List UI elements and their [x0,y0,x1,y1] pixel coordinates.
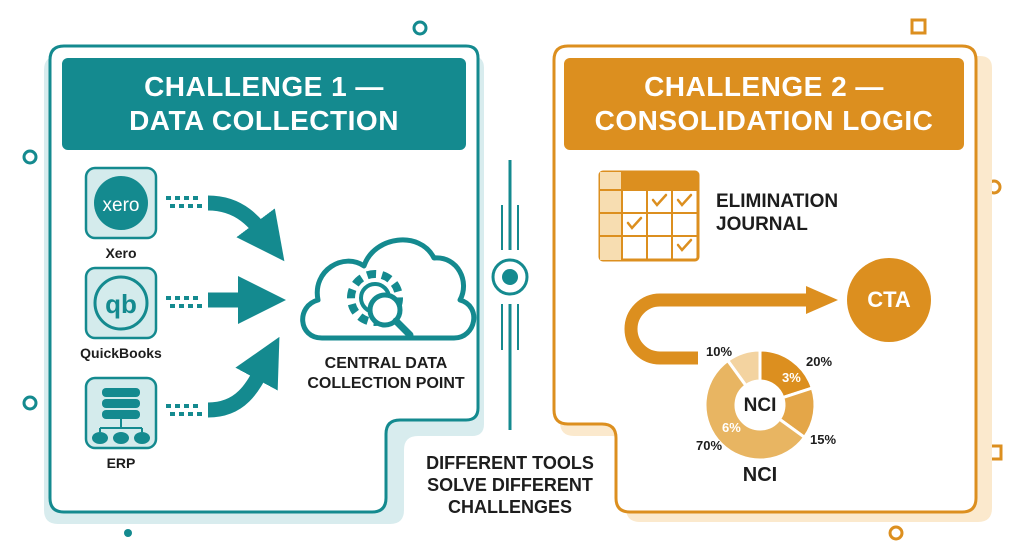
xero-connector-dots [166,196,202,208]
donut-inner-label-3: 3% [782,370,801,385]
footer-line2: SOLVE DIFFERENT [427,475,593,495]
xero-logo-icon[interactable]: xero [84,166,158,240]
donut-inner-label-6: 6% [722,420,741,435]
donut-center-label: NCI [743,395,777,416]
cta-arrow [624,293,810,365]
svg-text:xero: xero [103,195,140,216]
erp-connector-dots [166,404,202,416]
erp-arrow [207,336,280,418]
donut-label-15: 15% [810,432,837,447]
challenge2-title-line2: CONSOLIDATION LOGIC [594,105,934,136]
donut-center [736,381,784,429]
erp-label: ERP [106,455,136,471]
donut-caption: NCI [742,464,778,486]
xero-arrow [207,195,285,262]
cta-arrowhead [806,286,838,314]
challenge1-title-bar [62,58,466,150]
xero-label: Xero [105,245,137,261]
quickbooks-logo-icon[interactable]: qb [84,266,158,340]
footer-line1: DIFFERENT TOOLS [426,453,594,473]
center-divider [491,160,529,430]
cta-label: CTA [867,287,911,312]
donut-label-70: 70% [696,438,723,453]
source-arrows [166,196,202,416]
challenge1-title-line1: CHALLENGE 1 — [144,71,384,102]
quickbooks-connector-dots [166,296,202,308]
cta-circle[interactable] [847,258,931,342]
donut-label-10: 10% [706,344,733,359]
svg-text:qb: qb [105,289,137,319]
challenge2-title-bar [564,58,964,150]
cloud-gear-search-icon [300,237,477,341]
quickbooks-label: QuickBooks [80,345,162,361]
hub-label-line2: COLLECTION POINT [307,375,465,392]
footer-line3: CHALLENGES [447,497,572,517]
journal-label-line2: JOURNAL [716,214,808,235]
journal-label-line1: ELIMINATION [716,191,839,212]
challenge2-title-line1: CHALLENGE 2 — [644,71,884,102]
challenge1-title-line2: DATA COLLECTION [129,105,399,136]
database-icon[interactable] [84,376,158,450]
donut-label-20: 20% [806,354,833,369]
hub-label-line1: CENTRAL DATA [324,355,448,372]
checklist-table-icon [598,170,700,262]
